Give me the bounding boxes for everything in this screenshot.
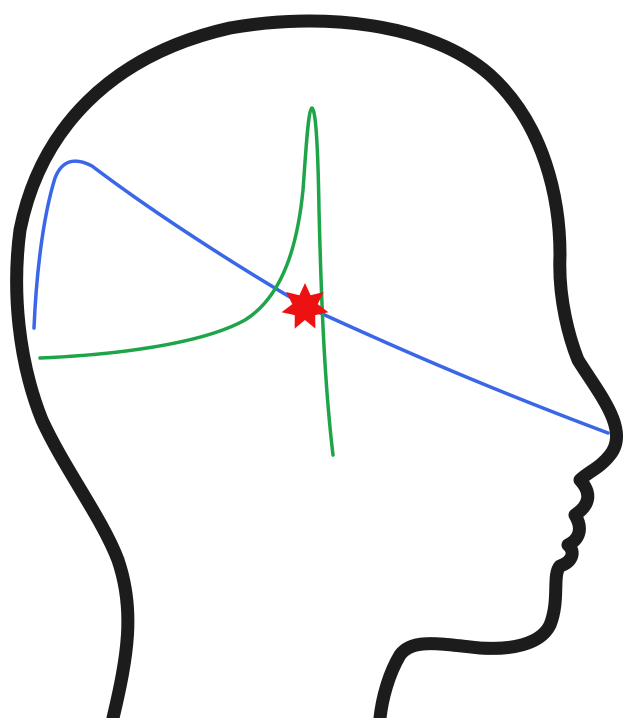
diagram-canvas (0, 0, 624, 718)
head-diagram (0, 0, 624, 718)
